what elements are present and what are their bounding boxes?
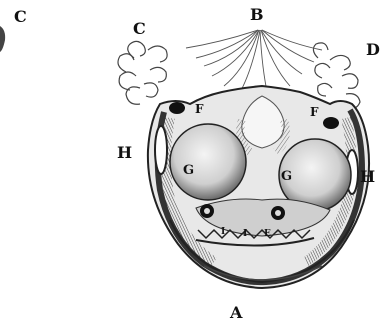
edge-fragment — [0, 26, 5, 52]
left-g-globe — [170, 124, 246, 200]
label-i-one: I — [221, 227, 225, 237]
label-a: A — [229, 303, 243, 322]
label-f-right: F — [310, 105, 319, 119]
label-b: B — [250, 5, 264, 24]
label-h-left: H — [117, 143, 132, 162]
left-h-cavity — [155, 126, 167, 174]
left-curled-tissue — [118, 41, 167, 104]
label-d: D — [366, 40, 380, 59]
label-e: E — [264, 229, 271, 239]
label-c: C — [133, 19, 146, 38]
label-f-left: F — [195, 102, 204, 116]
right-f-opening — [323, 117, 339, 129]
label-g-left: G — [183, 163, 194, 178]
label-g-right: G — [281, 169, 292, 184]
label-i-two: I — [243, 229, 247, 239]
label-c-edge: C — [14, 7, 27, 26]
left-f-opening — [169, 102, 185, 114]
label-h-right: H — [360, 167, 375, 186]
